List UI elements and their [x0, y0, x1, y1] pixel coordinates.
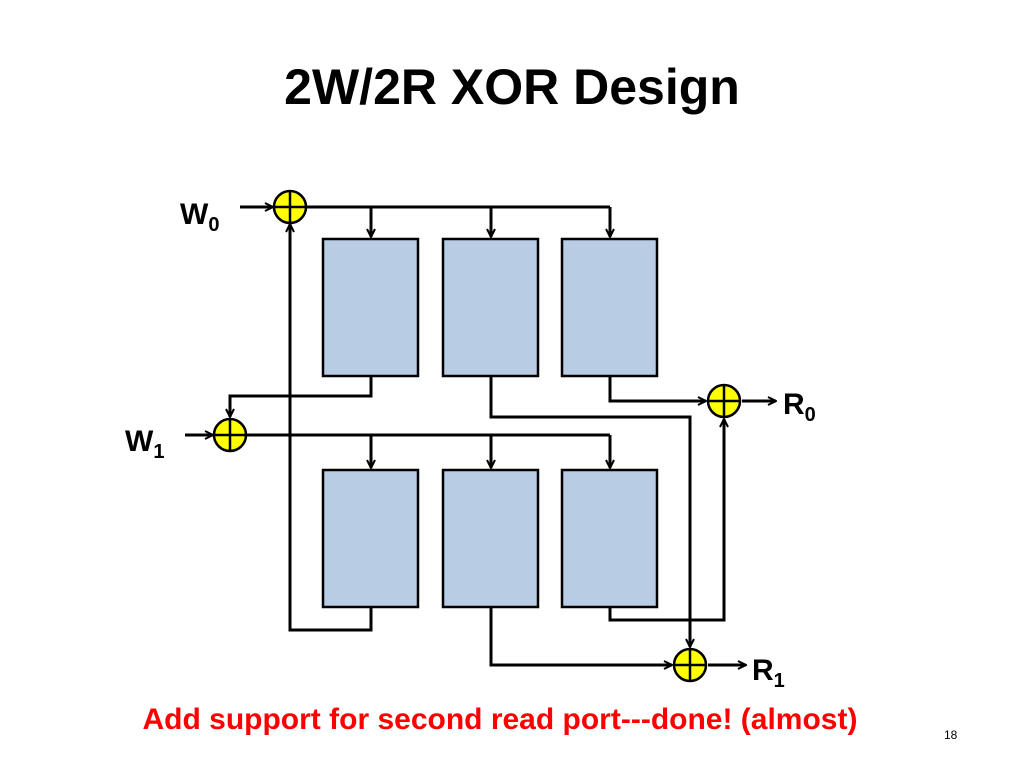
memory-bank-top-1 [321, 237, 420, 378]
footnote: Add support for second read port---done!… [142, 703, 858, 736]
xor-gate-w0-icon [272, 189, 308, 225]
feedback-to-w0-xor [290, 224, 373, 632]
slide-number: 18 [944, 728, 958, 742]
xor-gates [212, 189, 742, 683]
port-label-w1: W1 [125, 425, 164, 463]
port-label-r0: R0 [783, 388, 816, 426]
bank-bottom-2-to-r1-xor [489, 607, 672, 665]
xor-gate-r1-icon [672, 647, 708, 683]
memory-bank-bottom-1 [321, 468, 420, 609]
xor-gate-w1-icon [212, 417, 248, 453]
memory-bank-top-3 [560, 237, 659, 378]
wires [185, 207, 776, 665]
port-labels: W0 W1 R0 R1 [125, 198, 816, 692]
xor-gate-r0-icon [706, 383, 742, 419]
bank-bottom-3-to-r0-xor [608, 419, 724, 622]
port-label-r1: R1 [752, 654, 785, 692]
memory-bank-top-2 [441, 237, 540, 378]
memory-bank-bottom-2 [441, 468, 540, 609]
bank-top-2-to-r1-xor [489, 376, 690, 647]
port-label-w0: W0 [180, 198, 219, 236]
bank-top-3-to-r0-xor [608, 376, 706, 401]
memory-bank-bottom-3 [560, 468, 659, 609]
memory-banks [321, 237, 659, 609]
slide-title: 2W/2R XOR Design [284, 59, 740, 115]
feedback-to-w1-xor [230, 376, 373, 417]
